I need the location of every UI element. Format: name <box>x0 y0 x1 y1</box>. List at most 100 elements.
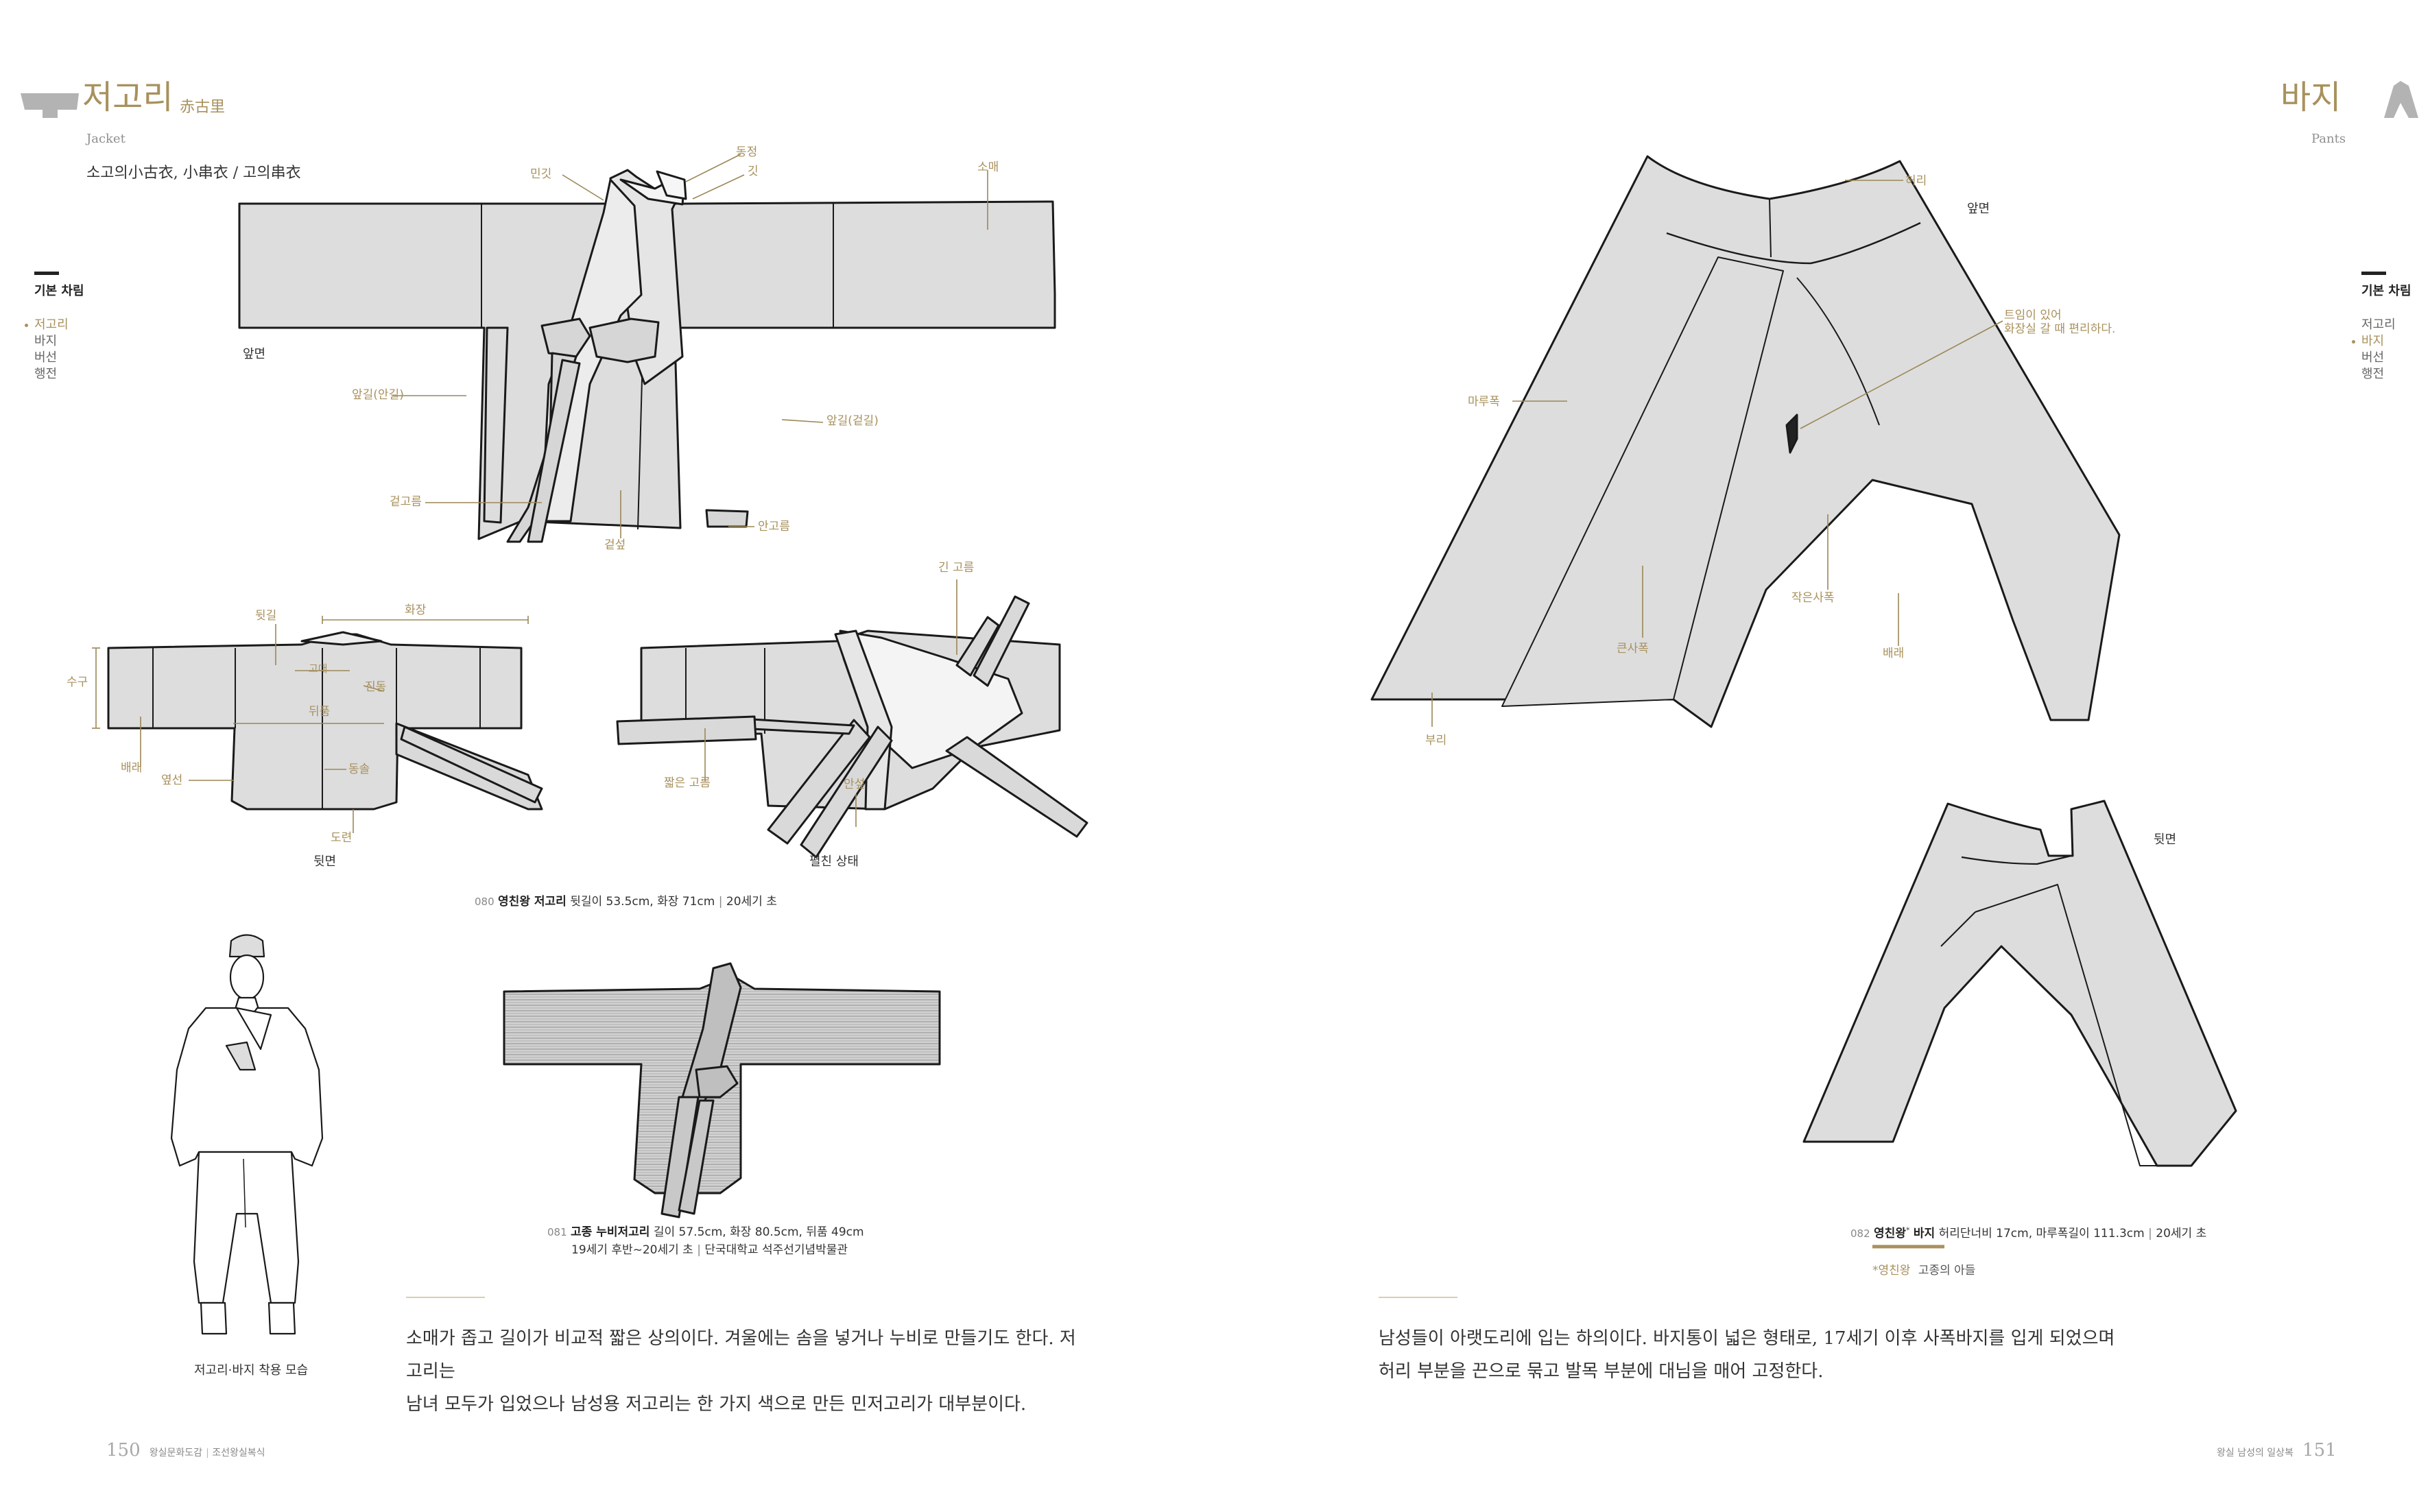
pants-title-mark <box>2384 81 2418 118</box>
label-note-1: 트임이 있어 <box>2004 309 2062 322</box>
label-geotgoreum: 겉고름 <box>390 495 422 509</box>
label-keun-sapok: 큰사폭 <box>1617 642 1649 656</box>
pants-body-text: 남성들이 아랫도리에 입는 하의이다. 바지통이 넓은 형태로, 17세기 이후… <box>1379 1322 2133 1388</box>
label-marupok: 마루폭 <box>1468 395 1500 409</box>
sidebar-rule-left <box>34 272 59 275</box>
label-baerae-jacket: 배래 <box>121 761 143 775</box>
label-gotdae: 고대 <box>309 662 328 675</box>
label-jjalbeun-goreum: 짧은 고름 <box>664 776 711 790</box>
label-geotseop: 겉섶 <box>604 538 626 552</box>
sidebar-item-haengjeon-right[interactable]: 행전 <box>2361 367 2385 381</box>
footer-right: 왕실 남성의 일상복 151 <box>2217 1440 2337 1461</box>
caption-081-num: 081 <box>547 1226 567 1238</box>
label-yeopseon: 옆선 <box>161 773 183 787</box>
jacket-front-drawing <box>238 169 1056 543</box>
caption-082-name2: 바지 <box>1913 1227 1935 1240</box>
pants-title: 바지 <box>2280 78 2342 117</box>
sidebar-title-left: 기본 차림 <box>34 284 84 298</box>
label-sugu: 수구 <box>67 675 88 689</box>
jacket-body-line-1: 소매가 좁고 길이가 비교적 짧은 상의이다. 겨울에는 솜을 넣거나 누비로 … <box>406 1328 1076 1382</box>
jacket-back-view-label: 뒷면 <box>313 854 337 869</box>
caption-081-owner: 단국대학교 석주선기념박물관 <box>704 1243 848 1257</box>
pants-front-drawing <box>1370 155 2121 728</box>
label-anseop: 안섶 <box>844 778 866 791</box>
sidebar-item-jeogori-right[interactable]: 저고리 <box>2361 317 2396 332</box>
caption-081-name: 고종 누비저고리 <box>571 1225 650 1239</box>
quilted-jacket-drawing <box>503 962 941 1219</box>
sidebar-item-baji[interactable]: 바지 <box>34 334 58 348</box>
caption-080-era: 20세기 초 <box>726 895 777 909</box>
label-dongjeong: 동정 <box>736 145 758 159</box>
footnote-mark: *영친왕 <box>1872 1264 1911 1277</box>
label-heori: 허리 <box>1905 174 1927 188</box>
label-apgil-outer: 앞길(겉길) <box>826 414 879 428</box>
jacket-back-drawing <box>107 631 543 811</box>
label-jageun-sapok: 작은사폭 <box>1791 591 1835 605</box>
caption-082-name: 영친왕 <box>1874 1227 1906 1240</box>
caption-082-sup: * <box>1905 1225 1910 1235</box>
sidebar-item-beoseon[interactable]: 버선 <box>34 350 58 365</box>
label-dwitgil: 뒷길 <box>255 609 277 623</box>
label-jindong: 진동 <box>365 680 387 694</box>
sidebar-item-haengjeon[interactable]: 행전 <box>34 367 58 381</box>
jacket-open-view-label: 펼친 상태 <box>809 854 859 869</box>
caption-082-era: 20세기 초 <box>2156 1227 2207 1240</box>
caption-080: 080 영친왕 저고리 뒷길이 53.5cm, 화장 71cm | 20세기 초 <box>475 895 777 909</box>
sidebar-right: 저고리 바지 버선 행전 <box>2352 317 2396 383</box>
caption-080-spec: 뒷길이 53.5cm, 화장 71cm <box>570 895 715 909</box>
caption-081-spec: 길이 57.5cm, 화장 80.5cm, 뒤품 49cm <box>653 1225 864 1239</box>
footnote: *영친왕 고종의 아들 <box>1872 1260 1975 1277</box>
jacket-title: 저고리 <box>82 78 174 117</box>
footnote-text: 고종의 아들 <box>1918 1264 1976 1277</box>
pants-body-line-2: 허리 부분을 끈으로 묶고 발목 부분에 대님을 매어 고정한다. <box>1379 1361 1824 1382</box>
caption-081-era: 19세기 후반~20세기 초 <box>571 1243 693 1257</box>
jacket-front-view-label: 앞면 <box>243 347 266 361</box>
label-angil: 앞길(안길) <box>352 388 404 402</box>
caption-081-line2: 19세기 후반~20세기 초 | 단국대학교 석주선기념박물관 <box>571 1243 848 1257</box>
label-git: 깃 <box>748 165 759 178</box>
label-dwipok: 뒤품 <box>309 705 331 719</box>
sidebar-left: 저고리 바지 버선 행전 <box>25 317 69 383</box>
footer-left: 150 왕실문화도감 | 조선왕실복식 <box>106 1440 265 1461</box>
label-baerae-pants: 배래 <box>1883 647 1905 660</box>
page-number-right: 151 <box>2302 1440 2337 1461</box>
caption-082: 082 영친왕* 바지 허리단너비 17cm, 마루폭길이 111.3cm | … <box>1850 1225 2207 1240</box>
label-buri: 부리 <box>1425 734 1447 747</box>
label-note-2: 화장실 갈 때 편리하다. <box>2004 322 2116 336</box>
jacket-body-text: 소매가 좁고 길이가 비교적 짧은 상의이다. 겨울에는 솜을 넣거나 누비로 … <box>406 1322 1092 1421</box>
caption-082-num: 082 <box>1850 1227 1870 1240</box>
pants-front-view-label: 앞면 <box>1967 202 1990 216</box>
caption-080-name: 영친왕 저고리 <box>498 895 567 909</box>
sidebar-rule-right <box>2361 272 2386 275</box>
label-gin-goreum: 긴 고름 <box>938 561 975 575</box>
jacket-aliases: 소고의小古衣, 小串衣 / 고의串衣 <box>86 165 301 182</box>
sidebar-item-jeogori[interactable]: 저고리 <box>25 317 69 332</box>
caption-081: 081 고종 누비저고리 길이 57.5cm, 화장 80.5cm, 뒤품 49… <box>547 1222 864 1239</box>
pants-back-view-label: 뒷면 <box>2154 832 2177 847</box>
label-hwajang: 화장 <box>405 603 427 617</box>
pants-back-drawing <box>1802 800 2237 1167</box>
sidebar-item-beoseon-right[interactable]: 버선 <box>2361 350 2385 365</box>
sidebar-item-baji-right[interactable]: 바지 <box>2352 333 2396 350</box>
jacket-subtitle: Jacket <box>86 132 126 146</box>
footer-section-left: 조선왕실복식 <box>212 1448 265 1459</box>
figure-person-drawing <box>170 934 324 1335</box>
footer-section-right: 왕실 남성의 일상복 <box>2217 1448 2294 1459</box>
sidebar-title-right: 기본 차림 <box>2361 284 2411 298</box>
figure-caption: 저고리·바지 착용 모습 <box>194 1363 309 1378</box>
label-somae: 소매 <box>977 160 999 174</box>
jacket-title-mark <box>21 93 79 118</box>
label-angoreum: 안고름 <box>758 520 790 533</box>
caption-082-spec: 허리단너비 17cm, 마루폭길이 111.3cm <box>1938 1227 2145 1240</box>
caption-080-num: 080 <box>475 896 495 908</box>
jacket-body-line-2: 남녀 모두가 입었으나 남성용 저고리는 한 가지 색으로 만든 민저고리가 대… <box>406 1394 1027 1415</box>
pants-subtitle: Pants <box>2311 132 2346 146</box>
label-mingit: 민깃 <box>530 167 552 181</box>
jacket-open-drawing <box>616 595 1088 859</box>
label-dorian: 도련 <box>331 831 353 845</box>
pants-body-line-1: 남성들이 아랫도리에 입는 하의이다. 바지통이 넓은 형태로, 17세기 이후… <box>1379 1328 2115 1349</box>
jacket-title-hanja: 赤古里 <box>180 99 226 116</box>
page-number-left: 150 <box>106 1440 141 1461</box>
label-dongdan: 동솔 <box>348 763 370 776</box>
